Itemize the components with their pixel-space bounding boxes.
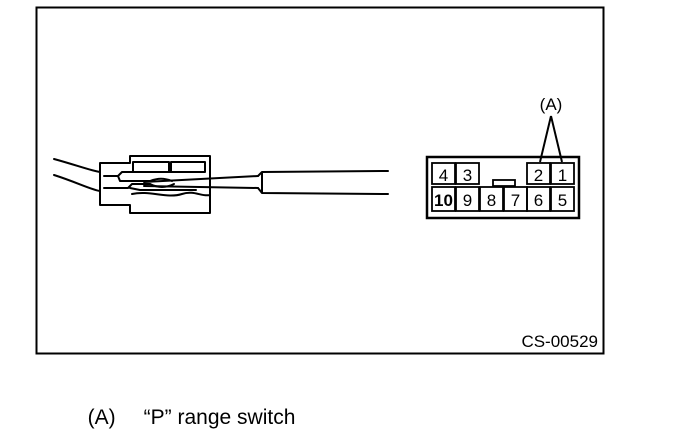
harness-connector-drawing [53, 155, 389, 214]
connector-lock-tab [132, 161, 170, 173]
terminal-number: 8 [487, 191, 496, 210]
legend-key: (A) [87, 406, 116, 429]
terminal-number: 7 [511, 191, 520, 210]
connector-lock-tab [170, 161, 206, 173]
terminal-number: 3 [463, 166, 472, 185]
connector-lock-slot [492, 179, 516, 187]
housing-break-line [131, 191, 211, 197]
probe-shaft [143, 175, 259, 189]
figure-frame [35, 6, 605, 355]
figure-code: CS-00529 [521, 332, 598, 351]
wire-upper [53, 158, 101, 173]
terminal-number: 9 [463, 191, 472, 210]
legend-text: “P” range switch [143, 406, 296, 429]
terminal-number: 6 [534, 191, 543, 210]
terminal-number: 2 [534, 166, 543, 185]
callout-leader-line [539, 115, 563, 163]
terminal-number: 1 [558, 166, 567, 185]
legend-entry: (A) “P” range switch [76, 382, 296, 430]
terminal-number: 5 [558, 191, 567, 210]
terminal-number: 4 [439, 166, 448, 185]
wire-lower [53, 174, 101, 192]
terminal-detail [103, 175, 151, 189]
switch-connector-face: 4 3 2 1 10 9 8 7 6 5 [425, 155, 581, 220]
callout-label: (A) [540, 95, 563, 114]
terminal-number: 10 [434, 191, 453, 210]
terminal-detail [117, 171, 197, 191]
probe-handle [257, 170, 389, 195]
